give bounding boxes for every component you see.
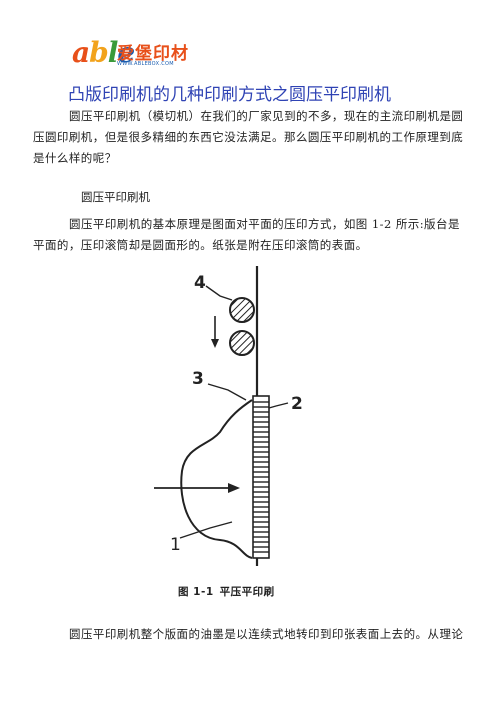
logo-able-text: able (72, 36, 135, 69)
ink-roller-top (229, 297, 255, 323)
logo-letter-e: e (117, 36, 135, 69)
figure-label-2: 2 (291, 394, 303, 414)
printing-press-diagram: 4 3 2 1 (154, 266, 303, 566)
intro-paragraph: 圆压平印刷机（模切机）在我们的厂家见到的不多，现在的主流印刷机是圆压圆印刷机，但… (33, 109, 464, 165)
label-1-leader (179, 521, 233, 539)
label-3-leader (207, 383, 247, 401)
type-form-ridges (253, 401, 269, 553)
figure-caption-text: 平压平印刷 (219, 586, 275, 598)
logo-url: WWW.ABLEBOX.COM (117, 61, 174, 67)
last-paragraph: 圆压平印刷机整个版面的油墨是以连续式地转印到印张表面上去的。从理论 (69, 627, 464, 641)
logo-letter-a: a (72, 36, 90, 69)
figure-caption: 图 1-1 平压平印刷 (178, 584, 281, 599)
logo-brand-name: 爱堡印材 (117, 44, 189, 64)
figure-label-4: 4 (194, 273, 206, 293)
figure-label-3: 3 (192, 369, 204, 389)
section-heading: 圆压平印刷机 (81, 190, 150, 204)
platen-shape (180, 399, 253, 559)
principle-paragraph: 圆压平印刷机的基本原理是图面对平面的压印方式，如图 1-2 所示:版台是平面的，… (33, 217, 460, 252)
figure-label-1: 1 (170, 535, 181, 555)
label-2-leader (268, 402, 289, 409)
label-4-leader (205, 285, 233, 301)
ink-roller-bottom (229, 330, 255, 356)
article-title: 凸版印刷机的几种印刷方式之圆压平印刷机 (68, 85, 391, 105)
brand-logo: able 爱堡印材 WWW.ABLEBOX.COM (72, 34, 192, 78)
figure-caption-number: 图 1-1 (178, 586, 214, 598)
logo-letter-l: l (107, 36, 119, 69)
logo-letter-b: b (89, 36, 109, 69)
